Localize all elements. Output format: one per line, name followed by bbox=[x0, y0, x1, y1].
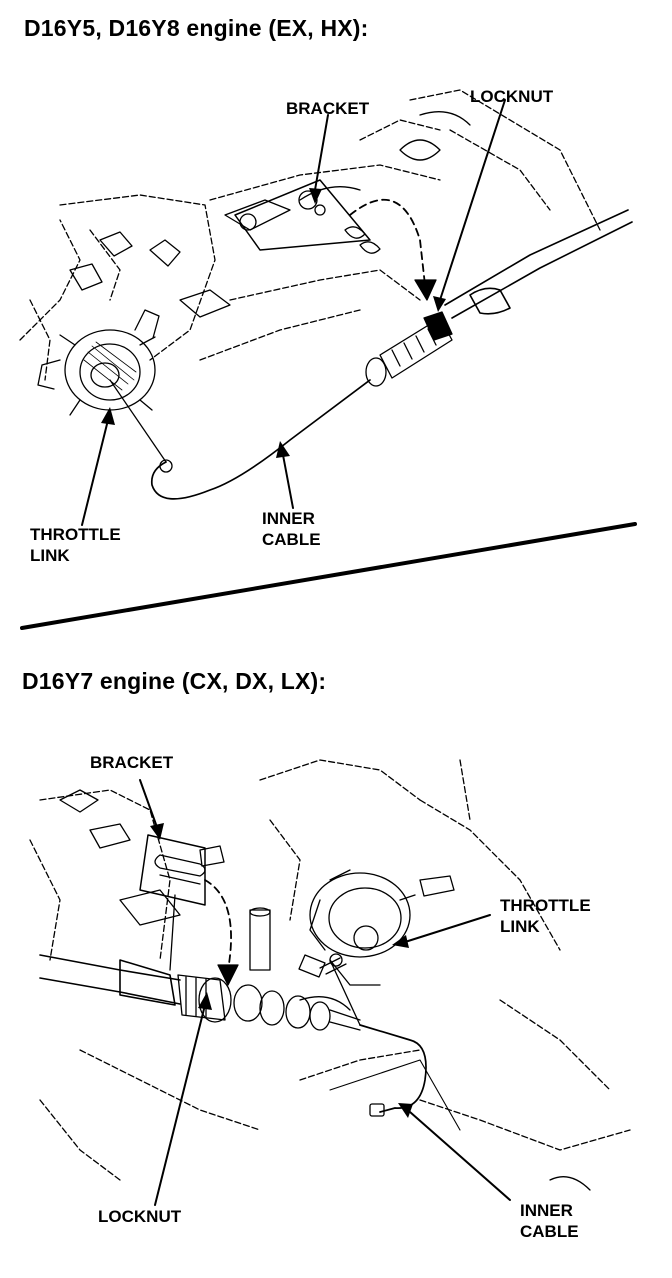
engine-detail-lines bbox=[70, 112, 470, 317]
install-path-bottom bbox=[205, 880, 231, 970]
section-1-title: D16Y5, D16Y8 engine (EX, HX): bbox=[24, 15, 369, 41]
engine-block-outline bbox=[20, 90, 600, 380]
throttle-link-label-line1: THROTTLE bbox=[30, 525, 121, 544]
throttle-link-label-top: THROTTLE LINK bbox=[30, 524, 121, 566]
inner-cable-label-line2-bottom: CABLE bbox=[520, 1222, 579, 1241]
inner-cable-label-line1-bottom: INNER bbox=[520, 1201, 573, 1220]
inner-cable-label-line1: INNER bbox=[262, 509, 315, 528]
leader-arrows-top bbox=[82, 100, 505, 525]
throttle-link-label-line1-bottom: THROTTLE bbox=[500, 896, 591, 915]
bracket-bottom bbox=[140, 835, 205, 970]
bracket-label-bottom: BRACKET bbox=[90, 753, 174, 772]
adjuster-nut-top bbox=[366, 312, 452, 386]
inner-cable-label-line2: CABLE bbox=[262, 530, 321, 549]
bracket-label-top: BRACKET bbox=[286, 99, 370, 118]
throttle-link-bottom bbox=[299, 870, 415, 985]
throttle-link-label-bottom: THROTTLE LINK bbox=[500, 895, 591, 937]
adjuster-bottom bbox=[178, 975, 360, 1030]
outer-cable-top bbox=[445, 210, 632, 318]
engine-illustration-bottom bbox=[0, 700, 672, 1278]
install-path-top bbox=[350, 200, 425, 285]
outer-cable-bottom bbox=[40, 955, 180, 1005]
throttle-link-top bbox=[38, 310, 159, 415]
engine-detail-lines-bottom bbox=[60, 790, 590, 1190]
section-divider bbox=[22, 524, 635, 628]
locknut-label-bottom: LOCKNUT bbox=[98, 1207, 182, 1226]
inner-cable-top bbox=[152, 380, 370, 499]
cable-hook-top bbox=[110, 380, 166, 462]
install-arrowhead-bottom bbox=[218, 965, 238, 985]
section-2-title: D16Y7 engine (CX, DX, LX): bbox=[22, 668, 327, 694]
throttle-link-label-line2: LINK bbox=[30, 546, 70, 565]
engine-illustration-top bbox=[0, 0, 672, 640]
cable-run-bottom bbox=[330, 960, 360, 1025]
locknut-label-top: LOCKNUT bbox=[470, 87, 554, 106]
throttle-link-label-line2-bottom: LINK bbox=[500, 917, 540, 936]
cable-end-bottom bbox=[370, 1104, 384, 1116]
install-arrowhead-top bbox=[415, 280, 436, 300]
inner-cable-label-bottom: INNER CABLE bbox=[520, 1200, 579, 1242]
cable-end-top bbox=[160, 460, 172, 472]
inner-cable-label-top: INNER CABLE bbox=[262, 508, 321, 550]
leader-arrows-bottom bbox=[140, 780, 510, 1205]
bracket-top bbox=[235, 180, 380, 253]
